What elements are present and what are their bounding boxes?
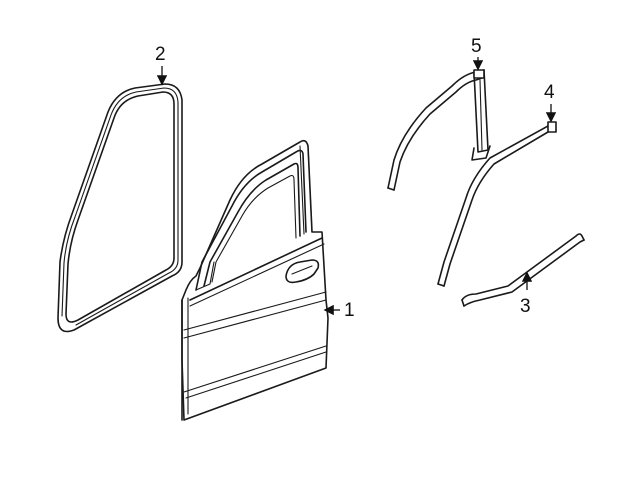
door-seal-part[interactable]: [57, 83, 183, 333]
belt-molding-part[interactable]: [461, 233, 585, 307]
svg-text:5: 5: [471, 36, 482, 57]
callout-5: 5: [471, 36, 484, 71]
rear-trim-part[interactable]: [437, 121, 557, 287]
callout-3: 3: [520, 271, 533, 317]
frame-trim-part[interactable]: [387, 69, 491, 191]
callout-2: 2: [155, 44, 168, 86]
callout-4: 4: [544, 82, 557, 123]
callout-1: 1: [323, 300, 355, 321]
svg-text:4: 4: [544, 82, 555, 103]
svg-text:1: 1: [344, 300, 355, 321]
front-door-part[interactable]: [181, 139, 329, 421]
svg-text:3: 3: [520, 296, 531, 317]
svg-text:2: 2: [155, 44, 166, 65]
